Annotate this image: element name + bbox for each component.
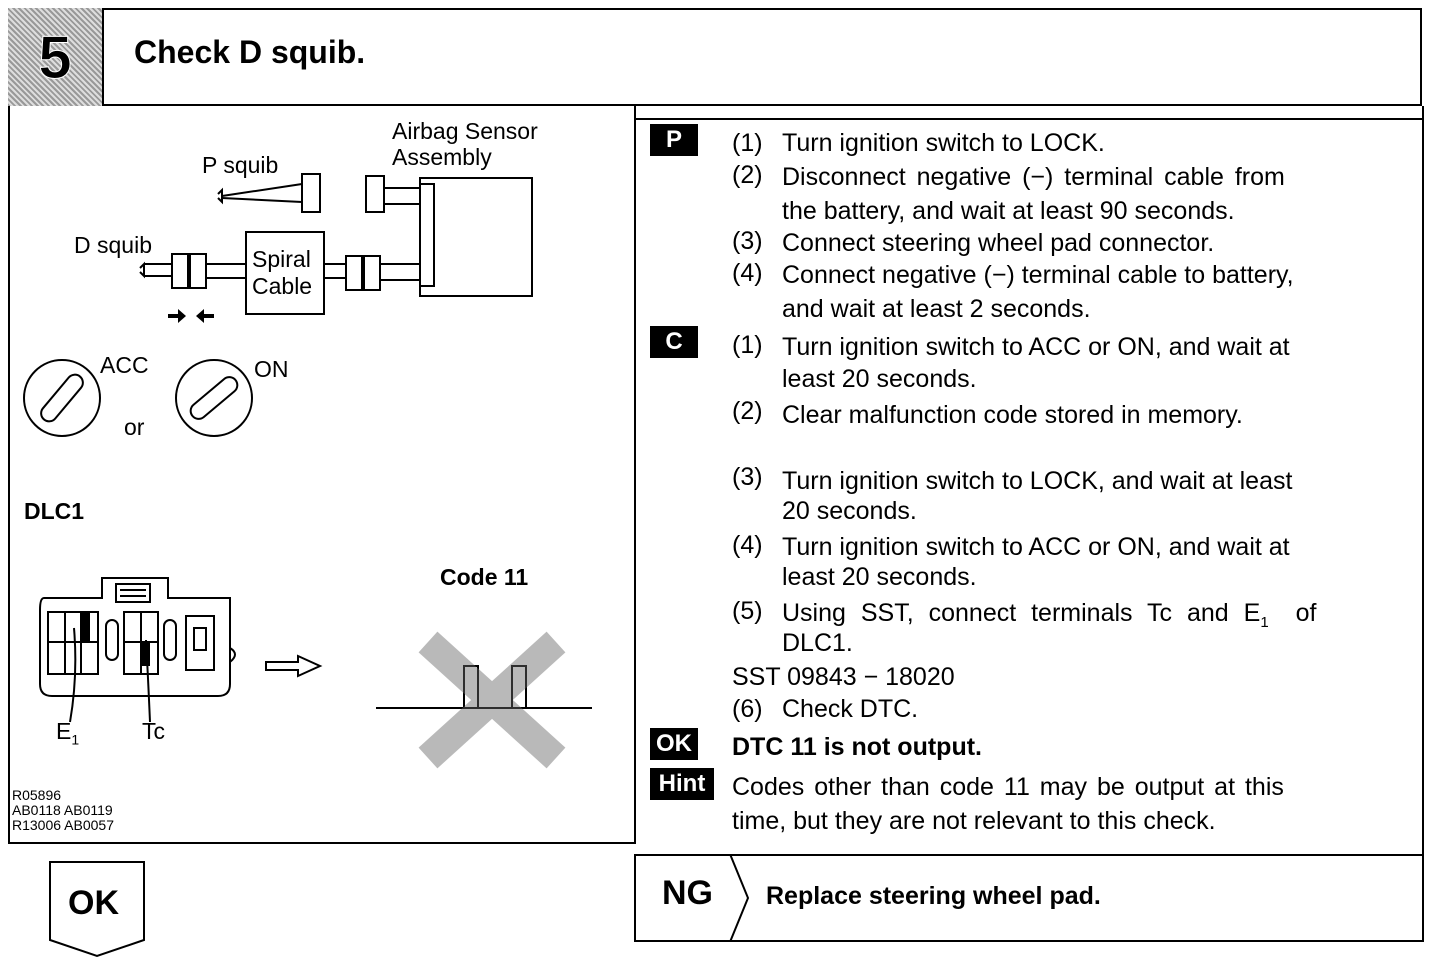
c-step-1-text-a: Turn ignition switch to ACC or ON, and w… (782, 333, 1290, 361)
step-number: 5 (38, 23, 72, 91)
hint-tag: Hint (650, 768, 714, 800)
sensor-connector-inner (419, 183, 435, 287)
p-step-2-num: (2) (732, 161, 763, 189)
procedure-top-rule (634, 118, 1424, 120)
c-tag: C (650, 326, 698, 358)
ng-chevron (729, 854, 750, 942)
c-step-3-num: (3) (732, 463, 763, 491)
c-step-4-text-a: Turn ignition switch to ACC or ON, and w… (782, 533, 1290, 561)
d-squib-label: D squib (74, 232, 152, 258)
airbag-sensor-label: Airbag Sensor Assembly (392, 118, 538, 170)
ok-condition-text: DTC 11 is not output. (732, 733, 982, 761)
c-step-4-num: (4) (732, 531, 763, 559)
hint-text-a: Codes other than code 11 may be output a… (732, 773, 1284, 801)
spiral-cable-label: Spiral Cable (252, 246, 313, 299)
c-step-2-text: Clear malfunction code stored in memory. (782, 401, 1243, 429)
ok-tag: OK (650, 728, 698, 760)
p-step-1-num: (1) (732, 129, 763, 157)
d-squib-connector-a (171, 253, 189, 289)
spiral-cable-box (245, 231, 325, 315)
p-tag: P (650, 124, 698, 156)
c-step-5-text-b: DLC1. (782, 629, 853, 657)
c-step-5-num: (5) (732, 597, 763, 625)
p-step-4-text-a: Connect negative (−) terminal cable to b… (782, 261, 1294, 289)
p-step-2-text-b: the battery, and wait at least 90 second… (782, 197, 1235, 225)
dlc1-label: DLC1 (24, 498, 85, 524)
no-output-cross (418, 631, 566, 769)
dlc1-connector (39, 577, 231, 697)
c-step-3-text-a: Turn ignition switch to LOCK, and wait a… (782, 467, 1293, 495)
code11-label: Code 11 (440, 564, 529, 590)
p-step-4-text-b: and wait at least 2 seconds. (782, 295, 1091, 323)
ok-result-badge (49, 861, 145, 958)
c-step-1-num: (1) (732, 331, 763, 359)
step-number-badge: 5 (8, 8, 104, 106)
acc-label: ACC (100, 352, 149, 378)
ng-label: NG (662, 874, 713, 912)
wiring-diagram (23, 173, 592, 769)
diagram-panel (8, 106, 636, 844)
or-label: or (124, 414, 145, 440)
c-step-2-num: (2) (732, 397, 763, 425)
on-label: ON (254, 356, 289, 382)
p-step-3-text: Connect steering wheel pad connector. (782, 229, 1215, 257)
e1-label: E1 (56, 718, 80, 748)
on-key-circle (175, 359, 253, 437)
figure-references: R05896 AB0118 AB0119 R13006 AB0057 (12, 787, 114, 833)
p-step-1-text: Turn ignition switch to LOCK. (782, 129, 1105, 157)
ng-result-box (634, 854, 1424, 942)
c-step-6-num: (6) (732, 695, 763, 723)
ng-action-text: Replace steering wheel pad. (766, 882, 1101, 910)
c-step-6-text: Check DTC. (782, 695, 919, 723)
c-step-1-text-b: least 20 seconds. (782, 365, 977, 393)
p-squib-label: P squib (202, 152, 279, 178)
c-step-3-text-b: 20 seconds. (782, 497, 917, 525)
c-step-4-text-b: least 20 seconds. (782, 563, 977, 591)
airbag-sensor-box (419, 177, 533, 297)
page-title: Check D squib. (134, 34, 366, 70)
p-step-4-num: (4) (732, 259, 763, 287)
tc-label: Tc (142, 718, 165, 744)
p-step-2-text-a: Disconnect negative (−) terminal cable f… (782, 163, 1285, 191)
acc-key-circle (23, 359, 101, 437)
p-squib-connector (301, 173, 321, 213)
hint-text-b: time, but they are not relevant to this … (732, 807, 1216, 835)
sst-number: SST 09843 − 18020 (732, 663, 955, 691)
d-squib-connector-b (189, 253, 207, 289)
c-step-5-text-a: Using SST, connect terminals Tc and E1 o… (782, 599, 1317, 631)
p-step-3-num: (3) (732, 227, 763, 255)
ok-result-label: OK (68, 884, 119, 922)
